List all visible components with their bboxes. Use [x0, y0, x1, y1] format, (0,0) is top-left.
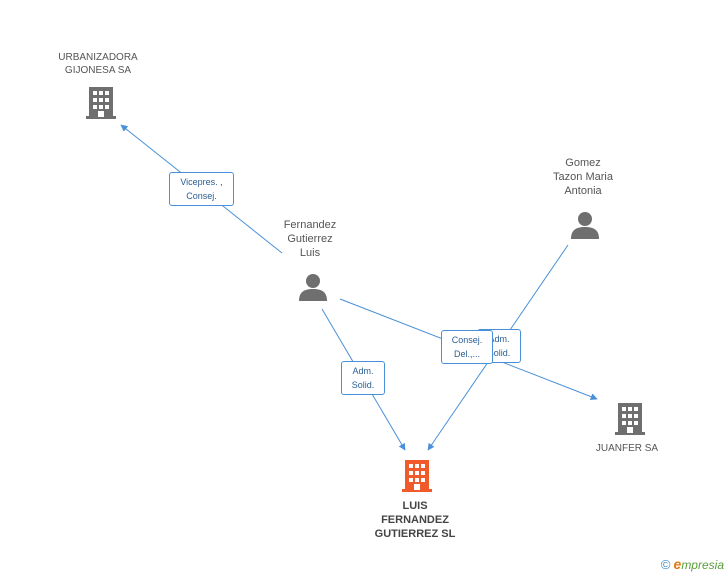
edge-label-line: Solid. [487, 348, 511, 358]
brand-logo: ©empresia [661, 556, 724, 572]
edge-label-line: Consej. [186, 191, 217, 201]
node-label-line: Gomez [565, 157, 601, 169]
edge-label-line: Del.,... [453, 349, 480, 359]
node-label-luis-sl[interactable]: LUIS FERNANDEZ GUTIERREZ SL [360, 499, 470, 541]
node-label-urbanizadora[interactable]: URBANIZADORA GIJONESA SA [48, 51, 148, 77]
node-label-line: FERNANDEZ [381, 514, 449, 526]
node-label-line: GIJONESA SA [64, 65, 132, 76]
brand-name: mpresia [681, 558, 724, 572]
node-label-line: Fernandez [283, 219, 337, 231]
person-icon[interactable] [299, 274, 327, 301]
node-label-line: Antonia [564, 185, 602, 197]
building-icon[interactable] [615, 403, 645, 435]
edge-label-line: Solid. [351, 380, 375, 390]
edge-label-line: Vicepres. , [180, 177, 223, 187]
node-label-fernandez[interactable]: Fernandez Gutierrez Luis [270, 218, 350, 260]
person-icon[interactable] [571, 212, 599, 239]
node-label-gomez[interactable]: Gomez Tazon Maria Antonia [540, 156, 626, 198]
edge-label-adm-solid-luis[interactable]: Adm. Solid. [341, 361, 385, 395]
node-label-line: Tazon Maria [553, 171, 613, 183]
node-label-line: Luis [299, 247, 321, 259]
edge-label-line: Adm. [352, 366, 374, 376]
node-label-juanfer[interactable]: JUANFER SA [585, 442, 669, 455]
node-label-line: LUIS [402, 500, 428, 512]
building-icon-main[interactable] [402, 460, 432, 492]
copyright-icon: © [660, 557, 671, 572]
edge-label-line: Consej. [451, 335, 483, 345]
node-label-line: URBANIZADORA [58, 52, 138, 63]
brand-initial: e [673, 556, 682, 572]
node-label-line: GUTIERREZ SL [374, 528, 456, 540]
building-icon[interactable] [86, 87, 116, 119]
edge-label-vicepres[interactable]: Vicepres. , Consej. [169, 172, 234, 206]
node-label-line: JUANFER SA [595, 443, 659, 454]
edge-label-consej-del[interactable]: Consej. Del.,... [441, 330, 493, 364]
node-label-line: Gutierrez [287, 233, 333, 245]
edge-label-line: Adm. [488, 334, 510, 344]
